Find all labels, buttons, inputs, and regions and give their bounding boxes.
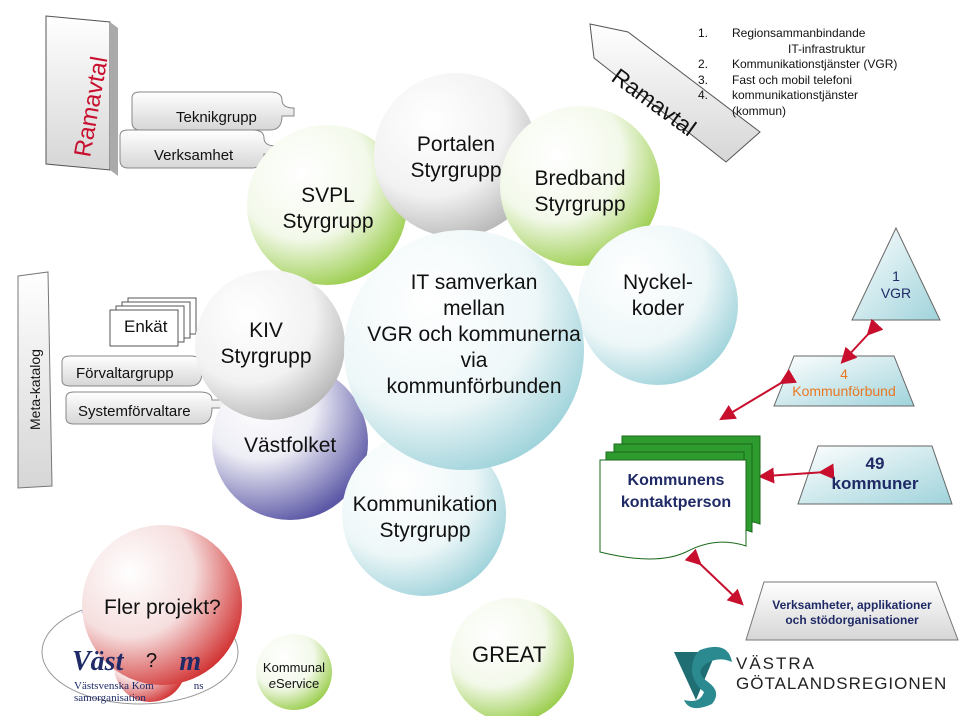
forvaltargrupp-label: Förvaltargrupp <box>76 365 174 382</box>
vgr-triangle <box>851 226 941 321</box>
meta-katalog-label: Meta-katalog <box>27 349 43 430</box>
kommunikation-circle <box>342 432 506 596</box>
fler-projekt-circle <box>82 525 242 685</box>
verksamhet-shape <box>119 129 277 169</box>
enkat-stack <box>109 297 197 347</box>
verksamheter-box <box>745 581 959 641</box>
great-circle <box>450 598 574 716</box>
ramavtal-top-banner <box>589 23 761 163</box>
enkat-label: Enkät <box>124 317 168 336</box>
kommuner-box <box>797 445 953 505</box>
vastsvenska-sub2: samorganisation <box>74 692 146 704</box>
great-label: GREAT <box>472 642 547 667</box>
bredband-circle <box>500 106 660 266</box>
kiv-circle <box>195 270 345 420</box>
question-label: ? <box>146 650 158 672</box>
portalen-circle <box>374 73 538 237</box>
nyckel-circle <box>578 225 738 385</box>
list-item: 3.Fast och mobil telefoni <box>698 72 853 87</box>
kontaktperson-stack <box>599 435 761 560</box>
teknikgrupp-label: Teknikgrupp <box>176 109 257 126</box>
list-item: 2.Kommunikationstjänster (VGR) <box>698 57 898 71</box>
eservice-circle <box>256 634 332 710</box>
list-item: 4.kommunikationstjänster <box>698 88 859 102</box>
nyckel-label: Nyckel-koder <box>622 271 693 320</box>
list-item: 1.Regionsammanbindande <box>698 26 866 40</box>
fler-projekt-label: Fler projekt? <box>104 596 221 619</box>
vgr-logo-mark <box>674 646 732 709</box>
eservice-label: Kommunal eService <box>262 660 326 691</box>
list-item-cont: (kommun) <box>732 103 787 118</box>
vgr-logo-line2: GÖTALANDSREGIONEN <box>736 674 948 693</box>
list-item-cont: IT-infrastruktur <box>788 41 866 56</box>
vastfolket-label: Västfolket <box>244 434 337 457</box>
center-circle <box>344 230 584 470</box>
arrow-kommuner-kontakt <box>758 463 835 484</box>
vgr-logo-line1: VÄSTRA <box>736 654 817 673</box>
verksamhet-label: Verksamhet <box>154 147 234 164</box>
ramavtal-left-banner <box>45 15 118 176</box>
arrow-kontakt-verksamheter <box>684 548 744 606</box>
meta-katalog-banner <box>17 271 53 489</box>
arrow-vgr-kommunforbund <box>840 318 884 364</box>
systemforvaltare-label: Systemförvaltare <box>78 403 191 420</box>
numbered-list: 1.Regionsammanbindande IT-infrastruktur … <box>698 26 897 119</box>
svpl-circle <box>247 125 407 285</box>
arrow-kommunforbund-center <box>719 369 797 421</box>
